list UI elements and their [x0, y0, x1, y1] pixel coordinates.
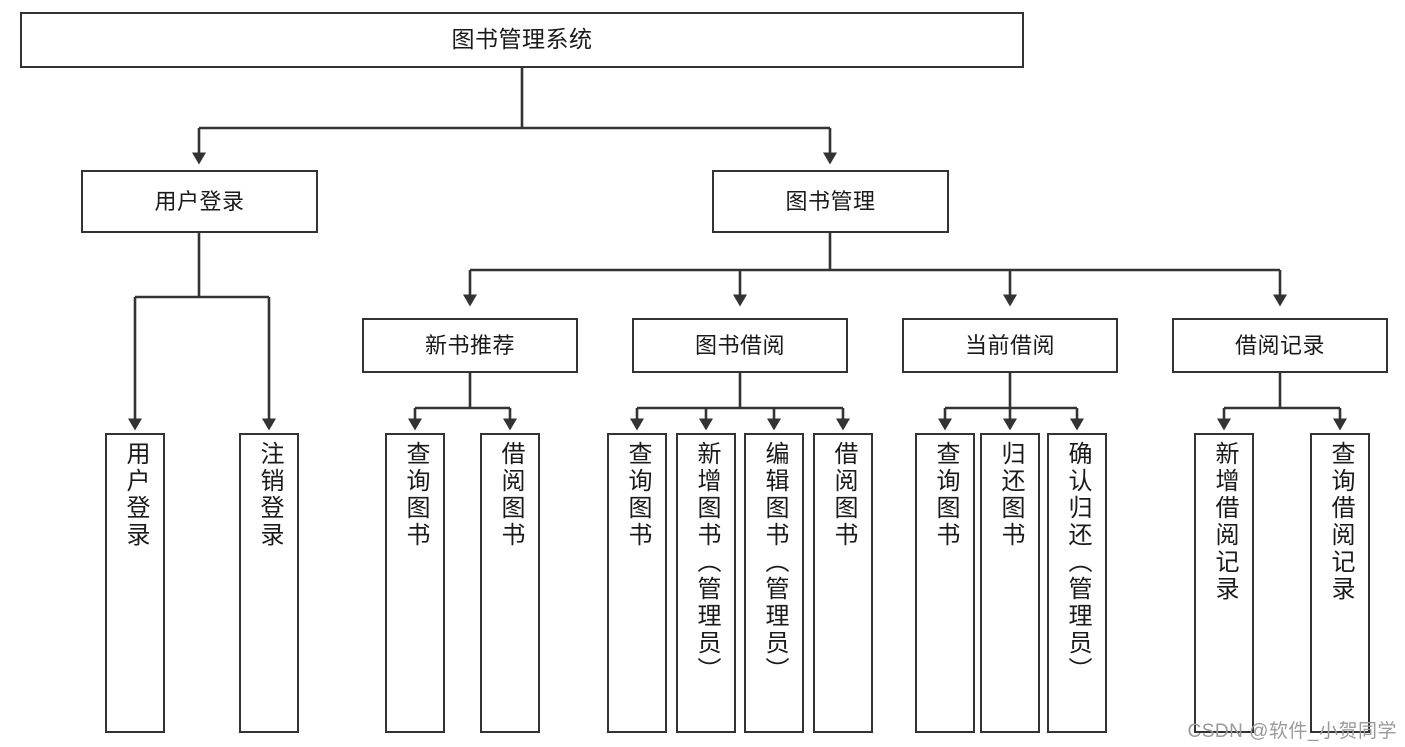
- node-book-manage-label: 图书管理: [785, 188, 876, 214]
- node-current-borrow[interactable]: 当前借阅: [902, 318, 1118, 373]
- node-leaf-confirm-return[interactable]: 确认归还（管理员）: [1047, 433, 1107, 733]
- node-leaf-user-login-label: 用户登录: [122, 441, 149, 549]
- node-new-book-recommend-label: 新书推荐: [424, 332, 515, 358]
- node-leaf-query-book-3[interactable]: 查询图书: [915, 433, 975, 733]
- watermark: CSDN @软件_小贺同学: [1187, 721, 1397, 742]
- node-book-manage[interactable]: 图书管理: [712, 170, 949, 233]
- node-leaf-logout-label: 注销登录: [256, 441, 283, 549]
- node-leaf-borrow-book-2-label: 借阅图书: [830, 441, 857, 549]
- node-leaf-query-record-label: 查询借阅记录: [1327, 441, 1354, 603]
- node-leaf-query-book-2[interactable]: 查询图书: [607, 433, 667, 733]
- node-root-label: 图书管理系统: [451, 26, 593, 53]
- node-leaf-borrow-book-1[interactable]: 借阅图书: [480, 433, 540, 733]
- node-borrow-record-label: 借阅记录: [1234, 332, 1325, 358]
- node-leaf-query-book-2-label: 查询图书: [624, 441, 651, 549]
- node-root[interactable]: 图书管理系统: [20, 12, 1024, 68]
- node-leaf-query-book-3-label: 查询图书: [932, 441, 959, 549]
- node-leaf-add-book-label: 新增图书（管理员）: [693, 441, 720, 684]
- node-leaf-confirm-return-label: 确认归还（管理员）: [1064, 441, 1091, 684]
- node-leaf-query-book-1-label: 查询图书: [402, 441, 429, 549]
- node-leaf-logout[interactable]: 注销登录: [239, 433, 299, 733]
- node-leaf-edit-book-label: 编辑图书（管理员）: [761, 441, 788, 684]
- node-leaf-user-login[interactable]: 用户登录: [105, 433, 165, 733]
- node-user-login[interactable]: 用户登录: [81, 170, 318, 233]
- node-leaf-add-record[interactable]: 新增借阅记录: [1194, 433, 1254, 733]
- node-book-borrow[interactable]: 图书借阅: [632, 318, 848, 373]
- node-current-borrow-label: 当前借阅: [964, 332, 1055, 358]
- node-leaf-edit-book[interactable]: 编辑图书（管理员）: [744, 433, 804, 733]
- node-book-borrow-label: 图书借阅: [694, 332, 785, 358]
- node-user-login-label: 用户登录: [154, 188, 245, 214]
- node-leaf-query-book-1[interactable]: 查询图书: [385, 433, 445, 733]
- node-leaf-borrow-book-2[interactable]: 借阅图书: [813, 433, 873, 733]
- node-new-book-recommend[interactable]: 新书推荐: [362, 318, 578, 373]
- node-leaf-borrow-book-1-label: 借阅图书: [497, 441, 524, 549]
- node-leaf-add-book[interactable]: 新增图书（管理员）: [676, 433, 736, 733]
- node-leaf-return-book-label: 归还图书: [997, 441, 1024, 549]
- node-borrow-record[interactable]: 借阅记录: [1172, 318, 1388, 373]
- node-leaf-add-record-label: 新增借阅记录: [1211, 441, 1238, 603]
- node-leaf-query-record[interactable]: 查询借阅记录: [1310, 433, 1370, 733]
- node-leaf-return-book[interactable]: 归还图书: [980, 433, 1040, 733]
